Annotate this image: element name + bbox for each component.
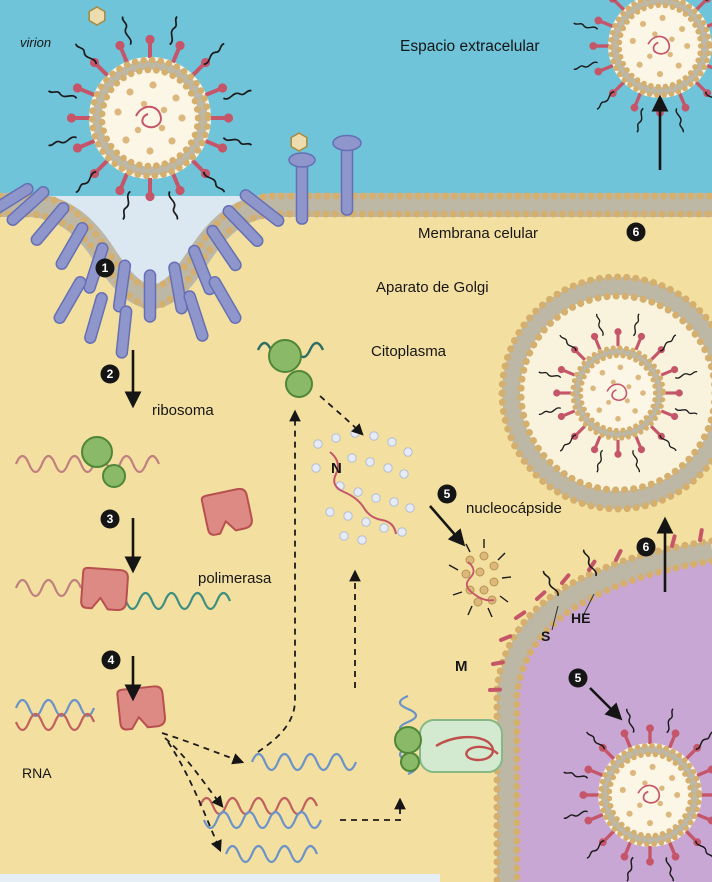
- glycan-hexagon-icon: [290, 132, 308, 152]
- arrow-step5a: [429, 505, 466, 547]
- step-6-number: 6: [643, 540, 650, 554]
- step-1-number: 1: [102, 261, 109, 275]
- label-s-protein: S: [541, 628, 550, 644]
- arrow-to-er: [340, 797, 406, 821]
- label-rna: RNA: [22, 765, 52, 781]
- ribosome-pair-free: [268, 339, 313, 398]
- rna-replicated-red: [14, 712, 96, 732]
- step-5-number-2: 5: [575, 671, 582, 685]
- rna-replicated-blue: [14, 698, 96, 718]
- rna-genome-pink: [14, 454, 161, 474]
- step-6-number-2: 6: [633, 225, 640, 239]
- n-protein-cluster: [311, 428, 415, 545]
- label-polymerase: polimerasa: [198, 570, 272, 587]
- step-3-badge: 3: [100, 509, 120, 529]
- label-m-protein: M: [455, 658, 468, 675]
- polymerase-on-template: [79, 566, 130, 612]
- arrow-branch-2: [164, 737, 224, 808]
- step-6-badge: 6: [636, 537, 656, 557]
- label-cytoplasm: Citoplasma: [371, 343, 447, 360]
- step-2-badge: 2: [100, 364, 120, 384]
- solid-arrows: [124, 94, 674, 721]
- ribosome-pair-on-rna: [81, 436, 126, 488]
- rna-subgenomic-3: [224, 844, 319, 864]
- label-he-protein: HE: [571, 610, 590, 626]
- arrow-rna-to-ribosome: [257, 409, 301, 753]
- nucleocapsid-cluster: [448, 539, 512, 618]
- step-3-number: 3: [107, 512, 114, 526]
- ribosome-membrane: [394, 726, 422, 754]
- rna-template-pink: [14, 578, 83, 598]
- step-4-number: 4: [108, 653, 115, 667]
- step-2-number: 2: [107, 367, 114, 381]
- step-5-badge: 5: [437, 484, 457, 504]
- arrow-branch-3: [167, 741, 222, 853]
- arrow-step5b: [589, 687, 623, 721]
- step-1-badge: 1: [95, 258, 115, 278]
- label-n-protein: N: [331, 460, 342, 477]
- label-extracellular-space: Espacio extracelular: [400, 38, 540, 55]
- entering-virion: [48, 16, 252, 220]
- rna-subgenomic-2b: [202, 810, 323, 830]
- step-5-number: 5: [444, 487, 451, 501]
- label-ribosome: ribosoma: [152, 402, 214, 419]
- step-5-badge-2: 5: [568, 668, 588, 688]
- transport-vesicle: [498, 273, 712, 513]
- dashed-arrows: [161, 395, 406, 853]
- label-golgi: Aparato de Golgi: [376, 279, 489, 296]
- er-complex: [394, 694, 503, 776]
- label-virion: virion: [20, 35, 51, 50]
- label-nucleocapsid: nucleocápside: [466, 500, 562, 517]
- receptor-mushroom: [288, 152, 316, 225]
- glycan-hexagon-icon: [88, 6, 106, 26]
- step-6-badge-2: 6: [626, 222, 646, 242]
- rna-subgenomic-1: [250, 752, 358, 772]
- step-4-badge: 4: [101, 650, 121, 670]
- arrow-to-n: [319, 395, 364, 436]
- receptor-cluster: [0, 134, 362, 360]
- rna-product-teal: [124, 591, 232, 611]
- label-cell-membrane: Membrana celular: [418, 225, 538, 242]
- membrane-pocket-fill: [34, 196, 270, 287]
- vesicle-virion: [539, 314, 698, 473]
- bottom-strip: [0, 874, 440, 882]
- receptor-mushroom: [332, 134, 362, 216]
- step-badges: 1 2 3 4 5 5 6 6: [95, 222, 656, 688]
